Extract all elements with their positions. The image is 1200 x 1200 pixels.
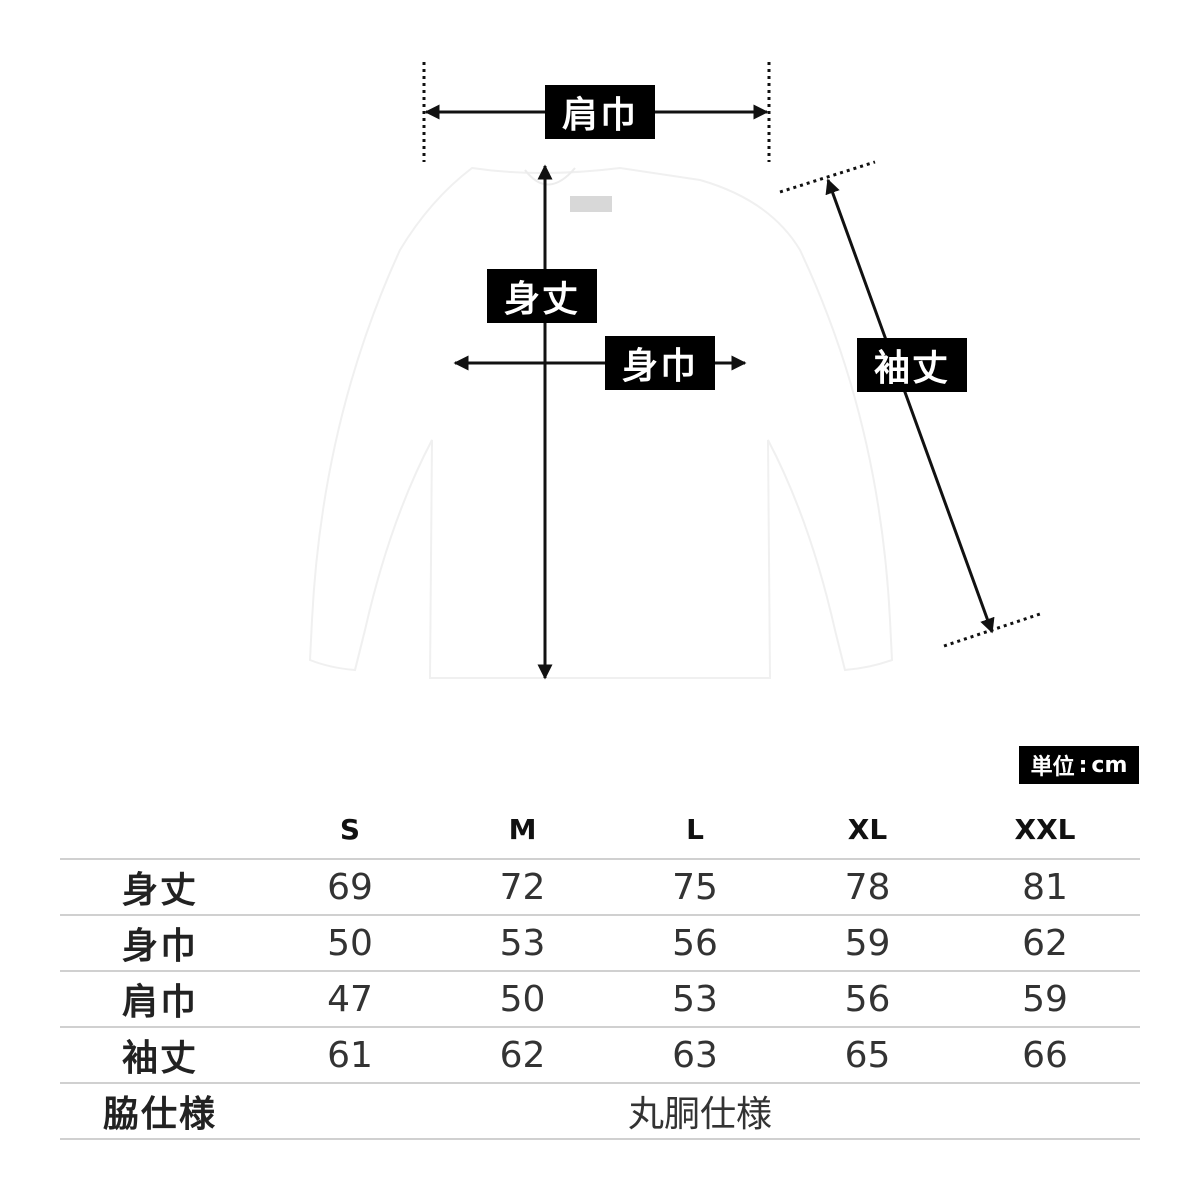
shoulder-width-label: 肩巾 xyxy=(545,85,655,139)
table-cell: 75 xyxy=(605,859,785,916)
table-cell: 59 xyxy=(785,915,950,972)
table-cell: 53 xyxy=(605,971,785,1028)
size-header: XXL xyxy=(950,800,1140,860)
table-cell: 56 xyxy=(605,915,785,972)
size-header: XL xyxy=(785,800,950,860)
unit-badge: 単位 : cm xyxy=(1019,746,1139,784)
table-row: 身巾 50 53 56 59 62 xyxy=(60,915,1140,972)
table-cell: 69 xyxy=(260,859,440,916)
table-cell: 59 xyxy=(950,971,1140,1028)
row-label: 袖丈 xyxy=(60,1027,260,1084)
table-cell: 78 xyxy=(785,859,950,916)
shirt-tag xyxy=(570,196,612,212)
row-label: 身巾 xyxy=(60,915,260,972)
table-cell: 56 xyxy=(785,971,950,1028)
body-width-label: 身巾 xyxy=(605,336,715,390)
table-cell: 62 xyxy=(950,915,1140,972)
side-spec-value: 丸胴仕様 xyxy=(260,1083,1140,1140)
size-header: L xyxy=(605,800,785,860)
table-cell: 61 xyxy=(260,1027,440,1084)
table-cell: 50 xyxy=(440,971,605,1028)
table-cell: 47 xyxy=(260,971,440,1028)
size-diagram xyxy=(308,62,1041,680)
table-cell: 50 xyxy=(260,915,440,972)
long-sleeve-shirt-illustration xyxy=(308,166,894,679)
unit-label: 単位 xyxy=(1030,755,1075,780)
sleeve-length-label: 袖丈 xyxy=(857,338,967,392)
unit-value: cm xyxy=(1091,752,1128,778)
size-header: M xyxy=(440,800,605,860)
table-row: 袖丈 61 62 63 65 66 xyxy=(60,1027,1140,1084)
table-cell: 53 xyxy=(440,915,605,972)
row-label: 脇仕様 xyxy=(60,1083,260,1140)
row-label: 身丈 xyxy=(60,859,260,916)
unit-separator: : xyxy=(1078,752,1088,778)
row-label: 肩巾 xyxy=(60,971,260,1028)
table-cell: 65 xyxy=(785,1027,950,1084)
size-header: S xyxy=(260,800,440,860)
size-header-row: S M L XL XXL xyxy=(60,800,1140,860)
table-row: 肩巾 47 50 53 56 59 xyxy=(60,971,1140,1028)
table-cell: 62 xyxy=(440,1027,605,1084)
header-blank xyxy=(60,800,260,860)
table-cell: 66 xyxy=(950,1027,1140,1084)
sleeve-guide-top xyxy=(779,160,876,194)
body-length-label: 身丈 xyxy=(487,269,597,323)
table-cell: 63 xyxy=(605,1027,785,1084)
table-row: 脇仕様 丸胴仕様 xyxy=(60,1083,1140,1140)
table-cell: 72 xyxy=(440,859,605,916)
table-row: 身丈 69 72 75 78 81 xyxy=(60,859,1140,916)
table-cell: 81 xyxy=(950,859,1140,916)
sleeve-length-arrow xyxy=(825,178,995,634)
size-table: S M L XL XXL 身丈 69 72 75 78 81 身巾 50 53 … xyxy=(60,800,1140,1140)
